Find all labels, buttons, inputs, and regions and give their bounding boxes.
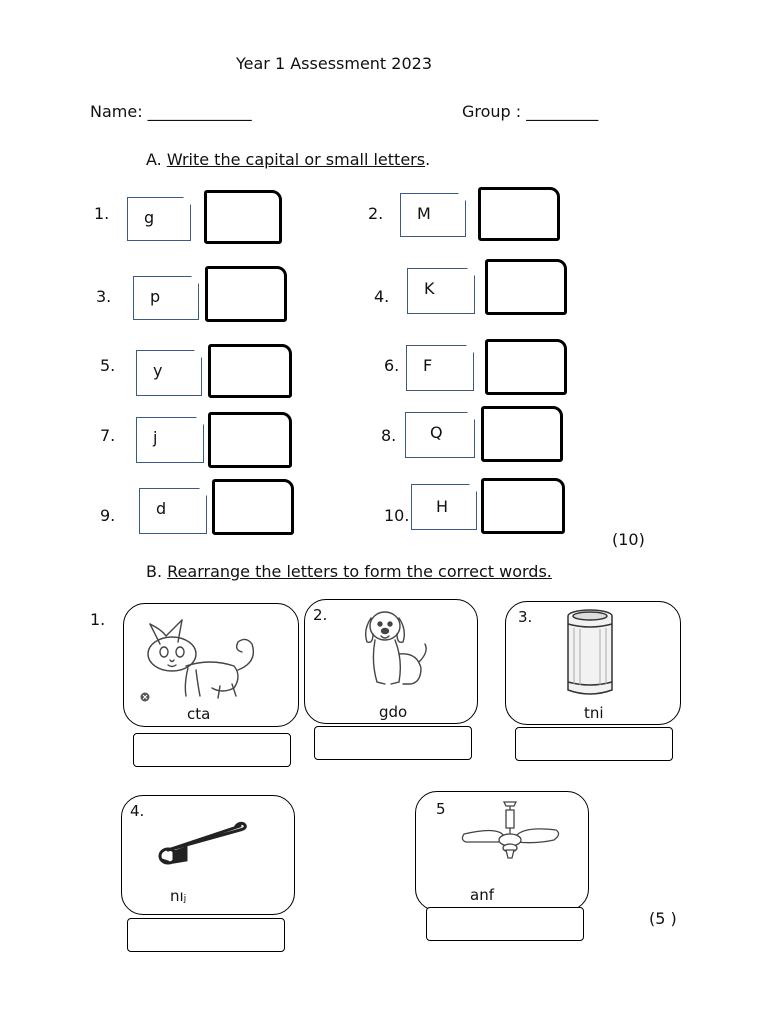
section-a-heading: A. Write the capital or small letters. [146, 150, 430, 169]
scrambled-word: anf [470, 886, 494, 904]
section-b-heading: B. Rearrange the letters to form the cor… [146, 562, 552, 581]
item-number: 4. [374, 287, 390, 306]
section-a-prefix: A. [146, 150, 167, 169]
answer-letter-box[interactable] [208, 412, 292, 468]
section-b-item-number: 1. [90, 610, 106, 629]
given-letter: d [156, 499, 167, 518]
picture-card-pin: 4. nıⱼ [121, 795, 295, 915]
cat-icon [147, 619, 255, 699]
ceiling-fan-icon [461, 801, 560, 859]
answer-word-box[interactable] [426, 907, 584, 941]
given-letter: j [153, 428, 158, 447]
section-b-prefix: B. [146, 562, 168, 581]
answer-word-box[interactable] [133, 733, 291, 767]
answer-letter-box[interactable] [208, 344, 292, 398]
given-letter: H [436, 497, 449, 516]
answer-letter-box[interactable] [481, 478, 565, 534]
picture-card-dog: 2. gdo [304, 599, 478, 724]
answer-letter-box[interactable] [481, 406, 563, 462]
given-letter-box: Q [405, 412, 475, 458]
given-letter: p [150, 287, 161, 306]
given-letter-box: H [411, 484, 477, 530]
given-letter-box: y [136, 350, 202, 396]
answer-word-box[interactable] [127, 918, 285, 952]
given-letter: g [144, 208, 155, 227]
given-letter-box: F [406, 345, 474, 391]
section-a-marks: (10) [612, 530, 645, 549]
given-letter: y [153, 361, 163, 380]
tin-can-icon [567, 609, 613, 695]
section-a-suffix: . [425, 150, 431, 169]
item-number: 3. [96, 287, 112, 306]
answer-letter-box[interactable] [485, 339, 567, 395]
page-title: Year 1 Assessment 2023 [236, 54, 433, 73]
given-letter-box: j [136, 417, 204, 463]
dog-icon [364, 611, 427, 685]
given-letter: F [423, 356, 433, 375]
answer-letter-box[interactable] [204, 190, 282, 244]
item-number: 9. [100, 506, 116, 525]
card-number: 5 [436, 800, 446, 818]
card-number: 4. [130, 802, 145, 820]
card-number: 3. [518, 608, 533, 626]
answer-word-box[interactable] [515, 727, 673, 761]
answer-letter-box[interactable] [205, 266, 287, 322]
scrambled-word: cta [187, 705, 211, 723]
given-letter-box: g [127, 197, 191, 241]
item-number: 1. [94, 204, 110, 223]
answer-letter-box[interactable] [478, 187, 560, 241]
given-letter: Q [430, 423, 443, 442]
section-b-instruction: Rearrange the letters to form the correc… [167, 562, 552, 581]
answer-letter-box[interactable] [485, 259, 567, 315]
picture-card-fan: 5 anf [415, 791, 589, 911]
picture-card-cat: cta [123, 603, 299, 727]
copy-marker-icon [140, 692, 150, 702]
given-letter: K [424, 279, 435, 298]
item-number: 10. [384, 506, 410, 525]
given-letter: M [417, 204, 431, 223]
scrambled-word: gdo [379, 703, 408, 721]
given-letter-box: p [133, 276, 199, 320]
given-letter-box: K [407, 268, 475, 314]
given-letter-box: M [400, 193, 466, 237]
scrambled-word: nıⱼ [170, 887, 187, 905]
answer-word-box[interactable] [314, 726, 472, 760]
section-b-marks: (5 ) [649, 909, 677, 928]
name-field[interactable]: Name: _____________ [90, 102, 252, 121]
item-number: 2. [368, 204, 384, 223]
item-number: 6. [384, 356, 400, 375]
section-a-instruction: Write the capital or small letters [166, 150, 426, 169]
item-number: 8. [381, 426, 397, 445]
answer-letter-box[interactable] [212, 479, 294, 535]
group-field[interactable]: Group : _________ [462, 102, 599, 121]
card-number: 2. [313, 606, 328, 624]
scrambled-word: tni [584, 704, 604, 722]
item-number: 7. [100, 426, 116, 445]
picture-card-tin: 3. tni [505, 601, 681, 725]
item-number: 5. [100, 356, 116, 375]
safety-pin-icon [158, 821, 247, 865]
given-letter-box: d [139, 488, 207, 534]
